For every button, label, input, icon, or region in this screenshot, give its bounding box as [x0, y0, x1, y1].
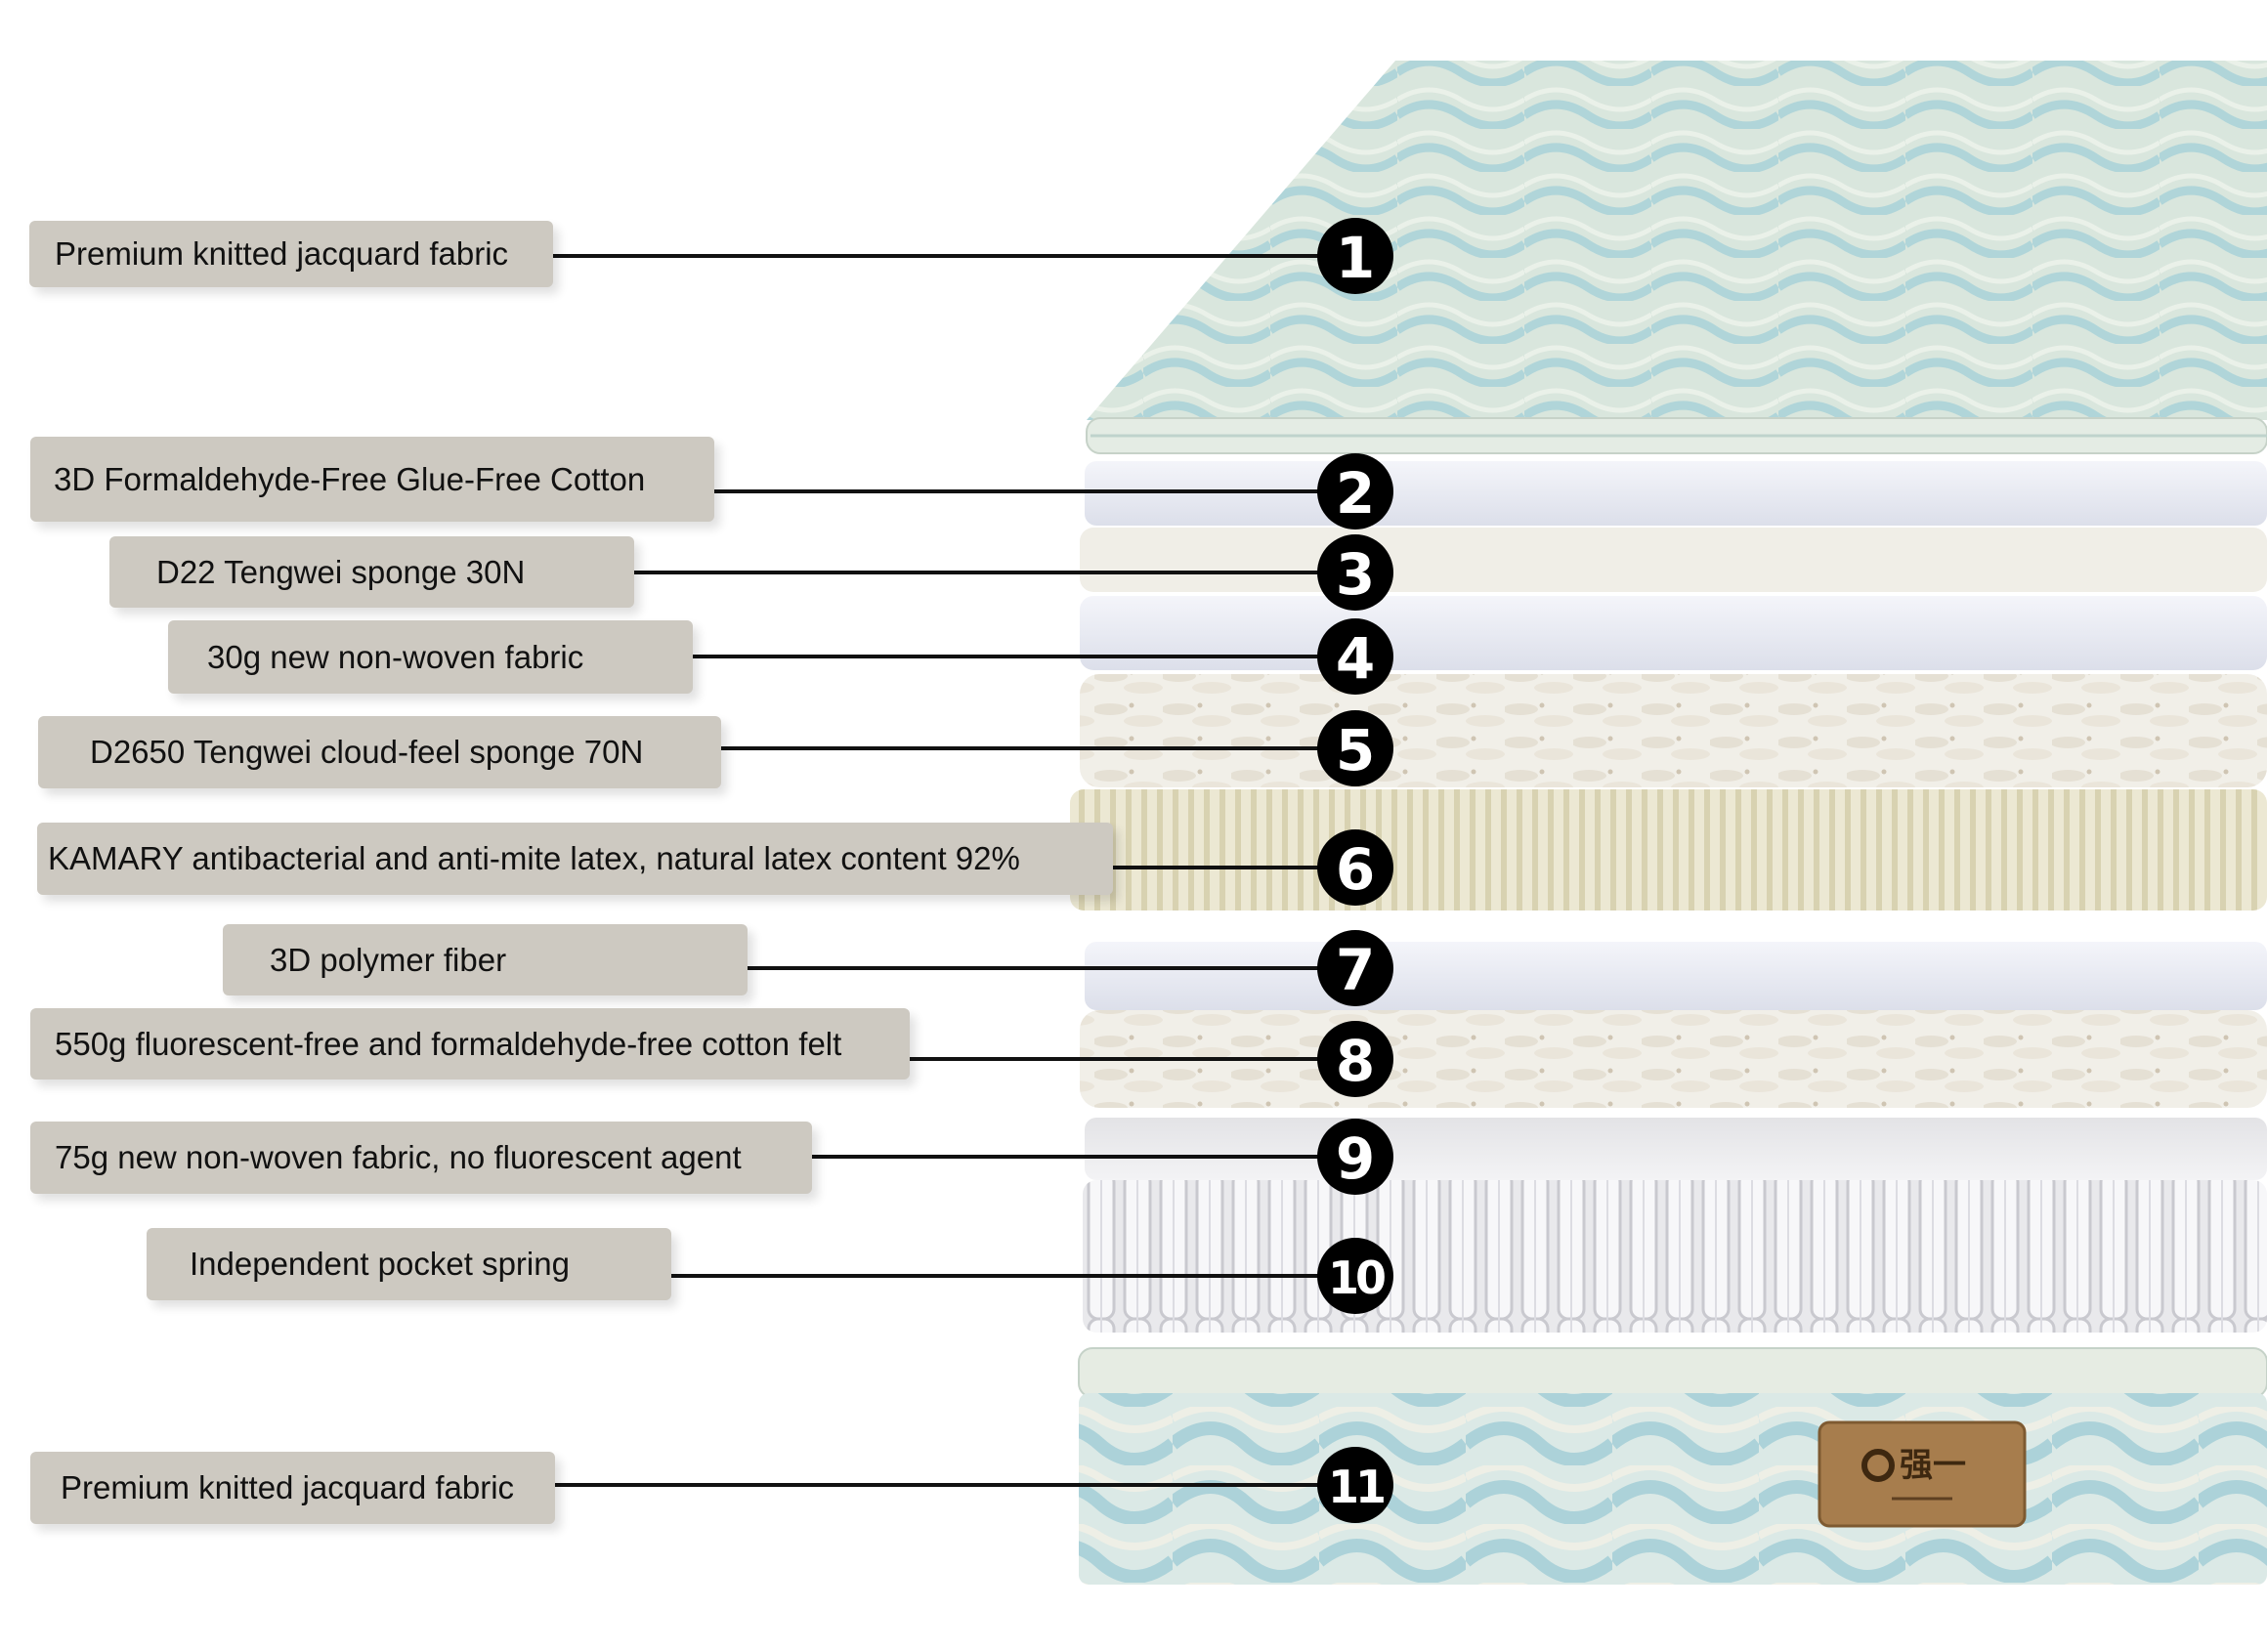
number-badge-text-8: 8	[1336, 1028, 1375, 1094]
layer-label-6: KAMARY antibacterial and anti-mite latex…	[37, 823, 1113, 895]
number-badge-11	[1317, 1447, 1393, 1523]
layer-7-polymer-fiber	[1085, 942, 2267, 1010]
number-badge-9	[1317, 1119, 1393, 1195]
number-badge-text-7: 7	[1336, 937, 1375, 1003]
layer-label-7: 3D polymer fiber	[223, 924, 748, 995]
layer-label-4: 30g new non-woven fabric	[168, 620, 693, 694]
layer-5-cloud-sponge	[1080, 674, 2267, 787]
number-badge-text-3: 3	[1336, 541, 1375, 608]
number-badge-text-2: 2	[1336, 460, 1375, 527]
layer-9-non-woven	[1085, 1118, 2267, 1180]
layer-10-pocket-spring	[1083, 1180, 2267, 1333]
number-badge-7	[1317, 930, 1393, 1006]
layer-4-non-woven	[1080, 596, 2267, 670]
layer-label-2: 3D Formaldehyde-Free Glue-Free Cotton	[30, 437, 714, 522]
layer-label-11: Premium knitted jacquard fabric	[30, 1452, 555, 1524]
layer-label-10: Independent pocket spring	[147, 1228, 671, 1300]
number-badge-10	[1317, 1238, 1393, 1314]
layer-label-5: D2650 Tengwei cloud-feel sponge 70N	[38, 716, 721, 788]
number-badge-text-9: 9	[1336, 1125, 1375, 1192]
layer-3-sponge	[1080, 528, 2267, 592]
layer-6-latex	[1070, 789, 2267, 911]
brand-logo-icon	[1861, 1449, 1895, 1482]
number-badge-2	[1317, 453, 1393, 529]
number-badge-text-6: 6	[1336, 836, 1375, 903]
leader-lines	[553, 254, 1355, 1487]
number-badge-text-11: 11	[1328, 1461, 1384, 1513]
layer-1-top-fabric	[1087, 61, 2267, 420]
number-badge-text-1: 1	[1336, 225, 1375, 291]
number-badge-6	[1317, 829, 1393, 906]
number-badge-4	[1317, 618, 1393, 695]
number-badge-text-5: 5	[1336, 717, 1375, 784]
number-badge-text-10: 10	[1328, 1251, 1385, 1304]
layer-label-3: D22 Tengwei sponge 30N	[109, 536, 634, 608]
layer-11-bottom-fabric	[1079, 1393, 2267, 1585]
brand-tag-text: 强一	[1900, 1446, 1966, 1485]
layer-11-top-edge	[1078, 1347, 2267, 1398]
number-badge-text-4: 4	[1336, 625, 1375, 692]
brand-tag	[1818, 1420, 2027, 1528]
number-badge-8	[1317, 1021, 1393, 1097]
number-badge-3	[1317, 534, 1393, 611]
layer-label-1: Premium knitted jacquard fabric	[29, 221, 553, 287]
number-badge-1	[1317, 218, 1393, 294]
layer-label-8: 550g fluorescent-free and formaldehyde-f…	[30, 1008, 910, 1080]
number-badge-5	[1317, 710, 1393, 786]
layer-label-9: 75g new non-woven fabric, no fluorescent…	[30, 1122, 812, 1194]
number-badges: 1 2 3 4 5 6 7 8 9 10 11	[1317, 218, 1393, 1523]
